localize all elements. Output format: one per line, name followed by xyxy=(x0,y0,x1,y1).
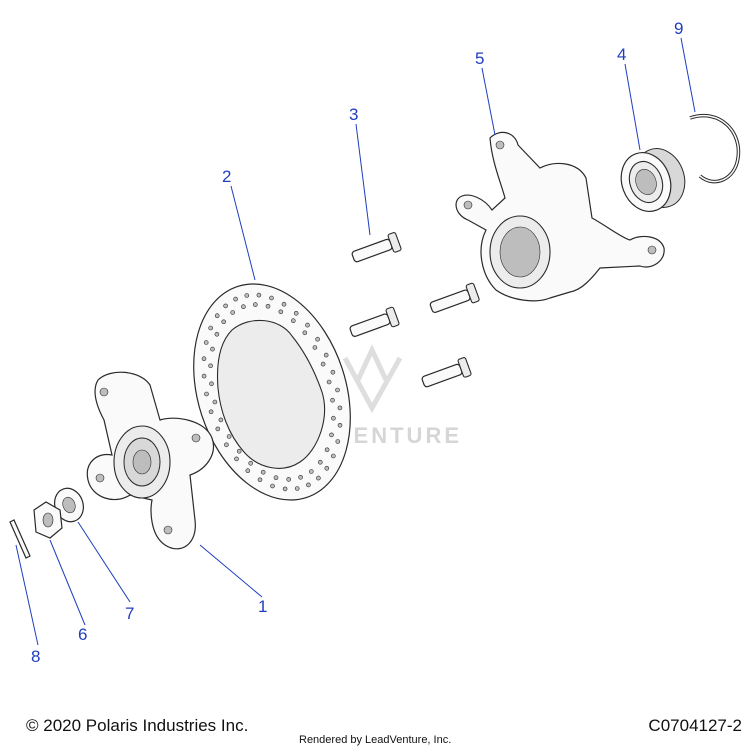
leader-6 xyxy=(49,539,86,626)
part-castle-nut xyxy=(33,501,63,539)
callout-6[interactable]: 6 xyxy=(78,625,87,644)
rotor-hole xyxy=(236,448,242,454)
rotor-hole xyxy=(337,405,343,411)
rotor-hole xyxy=(234,456,239,462)
rotor-hole xyxy=(244,293,250,298)
rotor-hole xyxy=(215,426,221,432)
rotor-hole xyxy=(209,381,214,387)
rotor-hole xyxy=(214,313,220,319)
callouts: 1 2 3 4 5 6 7 8 9 xyxy=(31,19,683,666)
rotor-hole xyxy=(278,309,284,315)
rotor-hole xyxy=(282,486,288,492)
rotor-hole xyxy=(324,447,330,453)
rotor-hole xyxy=(331,415,336,421)
callout-5[interactable]: 5 xyxy=(475,49,484,68)
rotor-hole xyxy=(281,301,287,307)
part-retaining-ring xyxy=(689,114,741,184)
rotor-hole xyxy=(305,322,310,328)
rotor-hole xyxy=(201,356,207,362)
rotor-hole xyxy=(294,486,300,491)
leader-7 xyxy=(77,521,131,603)
rotor-hole xyxy=(320,361,326,367)
rotor-hole xyxy=(329,432,334,438)
diagram-code: C0704127-2 xyxy=(648,716,742,735)
leader-1 xyxy=(199,544,263,598)
rotor-hole xyxy=(201,373,207,379)
rotor-hole xyxy=(330,397,335,403)
rotor-hole xyxy=(204,391,209,397)
rotor-hole xyxy=(335,439,341,444)
rotor-hole xyxy=(208,363,213,369)
part-wheel-bearing xyxy=(620,148,686,212)
rotor-hole xyxy=(212,399,218,405)
rotor-hole xyxy=(315,336,320,342)
leader-lines xyxy=(15,37,696,646)
part-wheel-studs xyxy=(349,232,480,388)
callout-3[interactable]: 3 xyxy=(349,105,358,124)
rotor-hole xyxy=(203,340,209,345)
rotor-hole xyxy=(298,474,303,480)
rotor-hole xyxy=(214,331,220,337)
rotor-hole xyxy=(293,310,299,316)
leader-9 xyxy=(680,37,696,113)
rotor-hole xyxy=(312,345,318,350)
rotor-hole xyxy=(257,477,263,483)
rotor-hole xyxy=(226,434,232,439)
rotor-hole xyxy=(253,302,258,307)
rotor-hole xyxy=(306,482,311,488)
rotor-hole xyxy=(273,475,279,481)
leader-4 xyxy=(624,63,641,151)
part-cotter-pin xyxy=(9,519,31,559)
callout-2[interactable]: 2 xyxy=(222,167,231,186)
rotor-hole xyxy=(221,319,226,325)
part-brake-rotor xyxy=(193,283,351,501)
callout-1[interactable]: 1 xyxy=(258,597,267,616)
part-washer xyxy=(54,487,84,523)
rotor-hole xyxy=(302,330,308,336)
rotor-hole xyxy=(210,346,215,352)
rotor-hole xyxy=(308,469,314,474)
rotor-hole xyxy=(286,477,292,482)
rotor-hole xyxy=(218,417,224,423)
leader-3 xyxy=(355,123,371,236)
rotor-hole xyxy=(335,387,340,393)
rotor-hole xyxy=(241,304,246,310)
rotor-hole xyxy=(323,352,329,358)
rotor-hole xyxy=(245,468,251,474)
rotor-hole xyxy=(330,453,336,459)
part-steering-knuckle xyxy=(455,131,665,302)
rotor-hole xyxy=(337,422,343,428)
rotor-hole xyxy=(208,325,213,331)
rotor-hole xyxy=(256,292,262,298)
rotor-hole xyxy=(317,459,323,465)
rotor-hole xyxy=(270,483,275,489)
rotor-hole xyxy=(330,369,336,375)
leader-5 xyxy=(481,67,496,136)
rendered-by-note: Rendered by LeadVenture, Inc. xyxy=(299,734,452,746)
leader-8 xyxy=(15,544,39,646)
copyright-notice: © 2020 Polaris Industries Inc. xyxy=(26,716,249,735)
rotor-hole xyxy=(324,465,330,471)
rotor-hole xyxy=(260,469,266,475)
watermark-logo-icon xyxy=(342,344,403,414)
rotor-hole xyxy=(208,409,214,415)
rotor-hole xyxy=(248,460,253,466)
rotor-hole xyxy=(265,303,271,309)
rotor-hole xyxy=(233,296,238,302)
callout-4[interactable]: 4 xyxy=(617,45,626,64)
callout-9[interactable]: 9 xyxy=(674,19,683,38)
rotor-hole xyxy=(224,442,229,448)
rotor-hole xyxy=(290,318,296,324)
rotor-hole xyxy=(230,310,235,315)
rotor-hole xyxy=(223,303,228,309)
callout-7[interactable]: 7 xyxy=(125,604,134,623)
part-wheel-hub xyxy=(86,371,214,550)
rotor-hole xyxy=(326,379,332,385)
callout-8[interactable]: 8 xyxy=(31,647,40,666)
rotor-hole xyxy=(316,475,321,481)
rotor-hole xyxy=(269,295,274,301)
leader-2 xyxy=(230,185,256,281)
